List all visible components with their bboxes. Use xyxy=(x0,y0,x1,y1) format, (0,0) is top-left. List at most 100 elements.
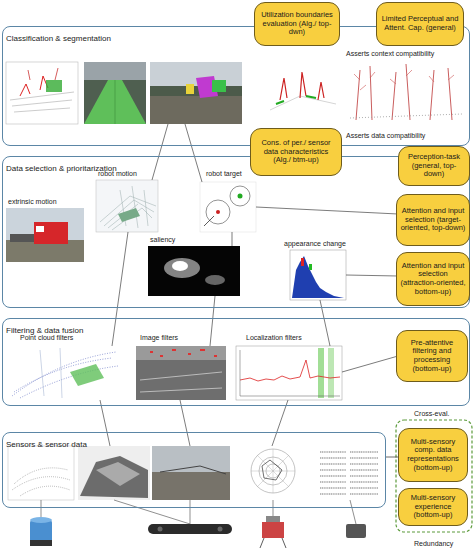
filter-thumbnails xyxy=(70,364,104,386)
sensor-thumbnails xyxy=(80,456,148,498)
sensor-icons xyxy=(148,524,232,534)
selection-thumbnails xyxy=(10,234,34,242)
filter-thumbnails xyxy=(40,348,62,398)
sensor-thumbnails xyxy=(160,466,226,474)
classification-thumbnails xyxy=(84,62,146,124)
selection-thumbnails xyxy=(96,180,158,232)
sensor-thumbnails xyxy=(251,449,295,493)
annotation-label: Redundancy xyxy=(414,540,453,548)
sensor-thumbnails xyxy=(8,446,74,500)
filter-thumbnails xyxy=(136,346,226,360)
filter-thumbnails xyxy=(328,348,334,398)
sensor-icons xyxy=(346,524,366,538)
classification-thumbnails xyxy=(350,114,462,118)
sensor-thumbnails xyxy=(251,449,295,493)
sensor-icons xyxy=(41,500,356,524)
concept-text: Attention and input selection (attractio… xyxy=(400,262,466,296)
concept-box: Limited Perceptual and Attent. Cap. (gen… xyxy=(376,2,464,46)
concept-text: Attention and input selection (target-or… xyxy=(400,207,466,233)
concept-text: Pre-attentive filtering and processing (… xyxy=(400,339,464,373)
sensor-thumbnails xyxy=(316,446,382,500)
classification-thumbnails xyxy=(280,72,324,100)
classification-thumbnails xyxy=(84,80,146,124)
concept-text: Multi-sensory experience (bottom-up) xyxy=(402,494,464,520)
classification-thumbnails xyxy=(115,80,116,124)
concept-box: Utilization boundaries evaluation (Alg./… xyxy=(254,2,340,46)
concept-box: Attention and input selection (attractio… xyxy=(396,252,470,306)
selection-thumbnails xyxy=(200,182,256,232)
sensor-thumbnails xyxy=(152,472,230,500)
filter-thumbnails xyxy=(236,346,342,400)
sensor-icons xyxy=(30,517,52,523)
classification-thumbnails xyxy=(186,84,194,94)
annotation-label: Point cloud filters xyxy=(20,334,73,342)
selection-thumbnails xyxy=(238,194,243,199)
sensor-thumbnails xyxy=(12,468,70,496)
filter-thumbnails xyxy=(140,372,222,392)
sensor-thumbnails xyxy=(8,446,382,500)
sensor-thumbnails xyxy=(152,446,230,500)
selection-thumbnails xyxy=(172,261,188,271)
classification-thumbnails xyxy=(84,62,146,80)
selection-thumbnails xyxy=(118,208,140,222)
selection-thumbnails xyxy=(290,250,346,300)
sensor-icons xyxy=(262,522,284,538)
sensor-thumbnails xyxy=(262,460,282,480)
concept-text: Limited Perceptual and Attent. Cap. (gen… xyxy=(380,15,460,32)
sensor-thumbnails xyxy=(96,462,140,486)
redundancy-frame xyxy=(396,420,472,532)
sensor-icons xyxy=(260,538,286,548)
classification-thumbnails xyxy=(150,62,242,124)
layer-band: Sensors & sensor data xyxy=(2,432,386,508)
filter-thumbnails xyxy=(8,346,342,400)
classification-thumbnails xyxy=(346,62,466,124)
annotation-label: Localization filters xyxy=(246,334,302,342)
classification-thumbnails xyxy=(46,80,62,92)
classification-thumbnails xyxy=(6,62,466,124)
layer-title: Sensors & sensor data xyxy=(6,440,87,449)
classification-thumbnails xyxy=(10,92,74,112)
annotation-label: robot target xyxy=(206,170,242,178)
classification-thumbnails xyxy=(6,62,78,124)
concept-box: Perception-task (general, top-down) xyxy=(398,146,470,186)
filter-thumbnails xyxy=(240,350,340,396)
annotation-label: Asserts context compatibility xyxy=(346,50,434,58)
selection-thumbnails xyxy=(6,208,84,262)
sensor-icons xyxy=(266,516,280,522)
selection-thumbnails xyxy=(292,256,344,298)
filter-thumbnails xyxy=(318,348,324,398)
selection-thumbnails xyxy=(6,180,346,300)
concept-text: Utilization boundaries evaluation (Alg./… xyxy=(258,11,336,37)
sensor-thumbnails xyxy=(78,446,150,500)
classification-thumbnails xyxy=(262,62,342,124)
selection-thumbnails xyxy=(301,258,304,266)
selection-thumbnails xyxy=(36,226,44,232)
filter-thumbnails xyxy=(8,346,120,400)
classification-thumbnails xyxy=(212,80,226,92)
filter-thumbnails xyxy=(12,352,118,398)
classification-thumbnails xyxy=(28,68,58,80)
selection-thumbnails xyxy=(309,264,312,270)
classification-thumbnails xyxy=(354,70,454,90)
connector xyxy=(386,457,398,458)
concept-box: Multi-sensory comp. data representations… xyxy=(398,428,468,482)
selection-thumbnails xyxy=(205,275,225,285)
sensor-thumbnails xyxy=(320,452,378,494)
filter-thumbnails xyxy=(240,360,340,381)
annotation-label: saliency xyxy=(150,236,175,244)
annotation-label: appearance change xyxy=(284,240,346,248)
classification-thumbnails xyxy=(150,94,242,124)
concept-box: Pre-attentive filtering and processing (… xyxy=(396,330,468,382)
sensor-icons xyxy=(30,520,52,546)
layer-title: Classification & segmentation xyxy=(6,34,111,43)
annotation-label: Image filters xyxy=(140,334,178,342)
selection-thumbnails xyxy=(216,210,220,214)
selection-thumbnails xyxy=(100,186,156,230)
annotation-label: robot motion xyxy=(98,170,137,178)
concept-text: Multi-sensory comp. data representations… xyxy=(402,438,464,472)
sensor-icons xyxy=(158,527,163,532)
classification-thumbnails xyxy=(356,64,452,120)
classification-thumbnails xyxy=(150,86,242,96)
concept-text: Cons. of per./ sensor data characteristi… xyxy=(254,139,338,165)
